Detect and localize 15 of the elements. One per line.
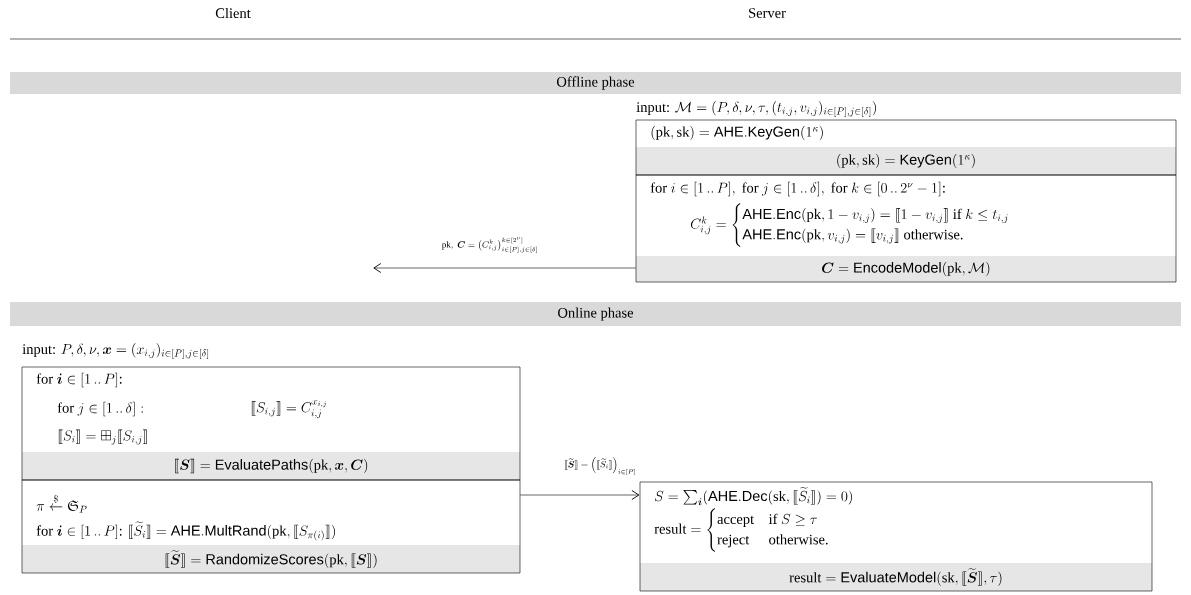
column-heading: Client [215,7,251,19]
phase-band: Offline phase [10,72,1181,94]
algorithm-box: $\pi \stackrel{\$}{\leftarrow} \mathfrak{S}_P$ $\text{for } \boldsymbol{i} \in [1 \mathinner{..} P]\text{: } \llbracket \widetilde{S}_i \rrbracket = \mathsf{AHE.MultRand}(\mathrm{pk}, \llbracket S_{\pi(i)} \rrbracket)$ $\llbracket \widetilde{\boldsymbol{S}} \rrbracket = \mathsf{RandomizeScores}(\mathrm{pk}, \llbracket \boldsymbol{S} \rrbracket)$ [21,479,521,574]
column-heading: Server [749,8,786,18]
edge-label: $\mathrm{pk},\ \boldsymbol{C} = \left(C^{k}_{i,j}\right)^{k\in[2^{\nu}]}_{i\in[P],j\in[\delta]}$ [440,236,540,254]
phase-band: Online phase [10,302,1181,326]
algorithm-box: $\text{for } \boldsymbol{i} \in [1 \mathinner{..} P]\text{:}$ $\text{for } j \in [1 \mathinner{..} \delta] :$ $\llbracket S_{i,j} \rrbracket = C^{x_{i,j}}_{i,j}$ $\llbracket S_i \rrbracket = \boxplus_j \llbracket S_{i,j} \rrbracket$ $\llbracket \boldsymbol{S} \rrbracket = \mathsf{EvaluatePaths}(\mathrm{pk}, \boldsymbol{x}, \boldsymbol{C})$ [21,366,521,481]
arrow [373,263,636,273]
input-text: $\text{input: } \mathcal{M} = (P, \delta, \nu, \tau, (t_{i,j}, v_{i,j})_{i\in[P],j\in[\delta]})$ [636,101,876,117]
algorithm-box: $\text{for } i \in [1 \mathinner{..} P], \text{ for } j \in [1 \mathinner{..} \delta], \text{ for } k \in [0 \mathinner{..} 2^{\nu}-1]\text{:}$ $C^{k}_{i,j} = \begin{cases} \mathsf{AHE.Enc}(\mathrm{pk}, 1-v_{i,j}) = \llbracket 1-v_{i,j} \rrbracket \text{ if } k \le t_{i,j} \\ \mathsf{AHE.Enc}(\mathrm{pk}, v_{i,j}) = \llbracket v_{i,j} \rrbracket \text{ otherwise.} \end{cases}$ $\boldsymbol{C} = \mathsf{EncodeModel}(\mathrm{pk}, \mathcal{M})$ [635,174,1177,283]
algorithm-box: $S = \sum_{\boldsymbol{i}} (\mathsf{AHE.Dec}(\mathrm{sk}, \llbracket \widetilde{S}_i \rrbracket) = 0)$ $\mathrm{result} = \begin{cases} \text{accept} & \text{if } S \ge \tau \\ \text{reject} & \text{otherwise.} \end{cases}$ $\mathrm{result} = \mathsf{EvaluateModel}(\mathrm{sk}, \llbracket \widetilde{\boldsymbol{S}} \rrbracket, \tau)$ [639,481,1153,592]
edge-label: $\llbracket \widetilde{\boldsymbol{S}} \rrbracket = \left(\llbracket \widetilde{S}_i \rrbracket\right)_{i\in[P]}$ [563,455,637,477]
arrow [520,490,640,500]
algorithm-box: $(\mathrm{pk}, \mathrm{sk}) = \mathsf{AHE.KeyGen}(1^{\kappa})$ $(\mathrm{pk}, \mathrm{sk}) = \mathsf{KeyGen}(1^{\kappa})$ [635,119,1177,176]
input-text: $\text{input: } P, \delta, \nu, \boldsymbol{x} = (x_{i,j})_{i\in[P],j\in[\delta]}$ [22,343,209,359]
